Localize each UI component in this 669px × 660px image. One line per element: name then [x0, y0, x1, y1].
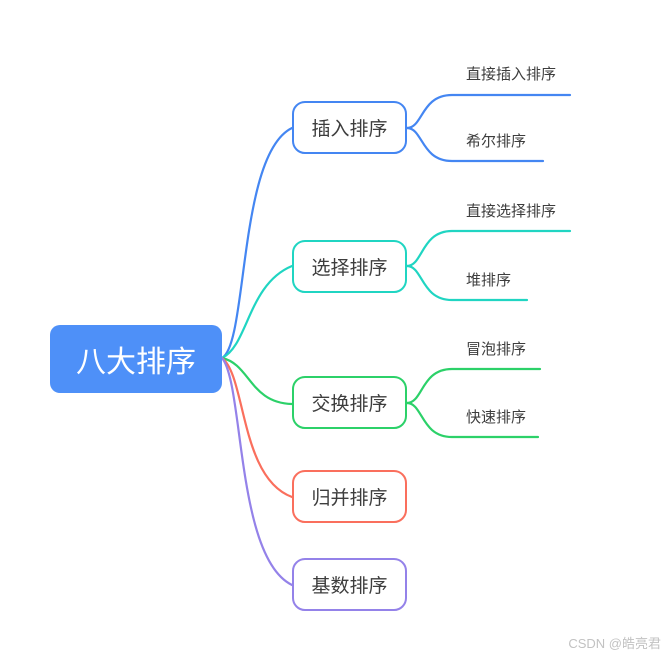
connector-root-to-merge: [220, 356, 294, 499]
connector-root-to-radix: [220, 356, 294, 587]
branch-node-insertion-sort[interactable]: 插入排序: [292, 101, 407, 154]
branch-node-label: 基数排序: [311, 576, 388, 597]
connector-insertion-to-direct-insertion: [405, 93, 572, 130]
leaf-node-direct-insertion-sort[interactable]: 直接插入排序: [466, 66, 557, 83]
branch-node-label: 归并排序: [311, 488, 388, 509]
leaf-node-shell-sort[interactable]: 希尔排序: [466, 133, 527, 150]
connector-insertion-to-shell: [405, 126, 545, 163]
leaf-node-quick-sort[interactable]: 快速排序: [466, 409, 527, 426]
connector-root-to-insertion: [220, 126, 294, 360]
branch-node-exchange-sort[interactable]: 交换排序: [292, 376, 407, 429]
branch-node-label: 插入排序: [311, 119, 388, 140]
branch-node-selection-sort[interactable]: 选择排序: [292, 240, 407, 293]
connector-root-to-selection: [220, 264, 294, 360]
connector-selection-to-direct-selection: [405, 229, 572, 268]
branch-node-merge-sort[interactable]: 归并排序: [292, 470, 407, 523]
connector-selection-to-heap: [405, 264, 529, 302]
connector-exchange-to-quick: [405, 401, 540, 439]
leaf-node-bubble-sort[interactable]: 冒泡排序: [466, 341, 527, 358]
leaf-node-heap-sort[interactable]: 堆排序: [466, 272, 512, 289]
root-node-eight-sorts[interactable]: 八大排序: [50, 325, 222, 393]
connector-root-to-exchange: [220, 356, 294, 406]
leaf-node-direct-selection-sort[interactable]: 直接选择排序: [466, 203, 557, 220]
root-node-label: 八大排序: [76, 346, 196, 379]
csdn-watermark: CSDN @皓亮君: [568, 636, 661, 651]
branch-node-radix-sort[interactable]: 基数排序: [292, 558, 407, 611]
connector-exchange-to-bubble: [405, 367, 542, 405]
branch-node-label: 选择排序: [311, 258, 388, 279]
branch-node-label: 交换排序: [311, 394, 388, 415]
